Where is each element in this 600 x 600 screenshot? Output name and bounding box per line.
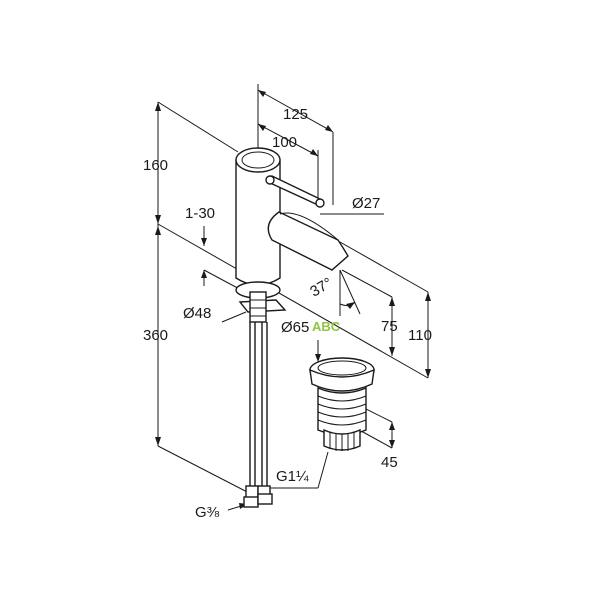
dim-spout-height: 75 bbox=[381, 318, 398, 335]
dim-waste-height: 45 bbox=[381, 454, 398, 471]
dimension-labels: 160 125 100 Ø27 1-30 37° Ø48 Ø65 75 110 … bbox=[143, 106, 432, 521]
dim-length-outer: 125 bbox=[283, 106, 308, 123]
faucet-body bbox=[235, 147, 349, 508]
dim-hose-length: 360 bbox=[143, 327, 168, 344]
dim-waste-diameter: Ø65 bbox=[281, 319, 309, 336]
dim-height-total: 160 bbox=[143, 157, 168, 174]
dim-hose-thread: G⅜ bbox=[195, 504, 220, 521]
dim-length-inner: 100 bbox=[272, 134, 297, 151]
dim-waste-thread: G1¼ bbox=[276, 468, 309, 485]
watermark-logo: ABC bbox=[312, 319, 341, 334]
dim-base-diameter: Ø48 bbox=[183, 305, 211, 322]
dim-spout-reach: 110 bbox=[408, 327, 432, 344]
dim-spout-diameter: Ø27 bbox=[352, 195, 380, 212]
waste-plug bbox=[309, 357, 375, 451]
dimension-lines bbox=[155, 89, 431, 511]
dim-angle: 37° bbox=[307, 274, 335, 300]
dim-deck-thickness: 1-30 bbox=[185, 205, 215, 222]
